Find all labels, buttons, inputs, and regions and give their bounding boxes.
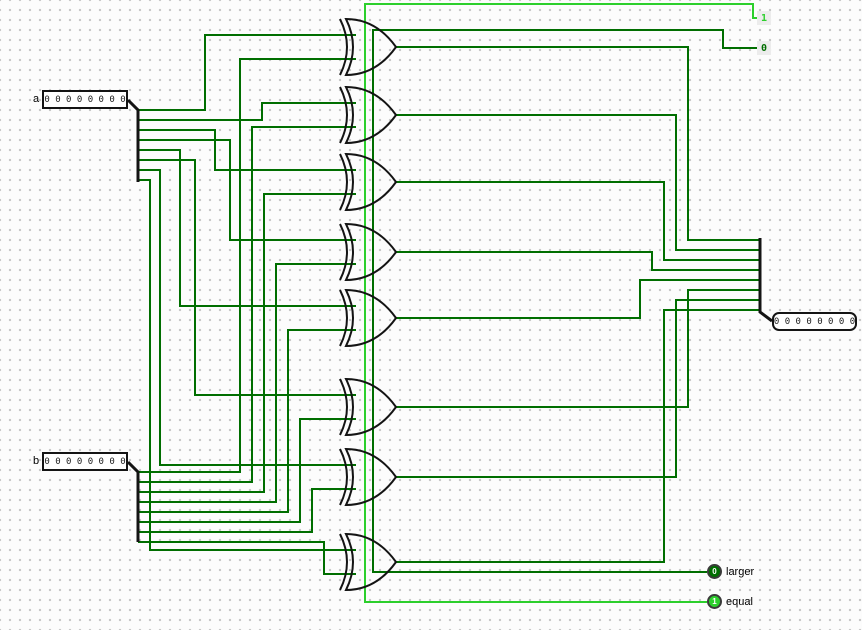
input-pin-b[interactable]: 0 0 0 0 0 0 0 0 [42,452,128,471]
xor-gate[interactable] [344,447,398,507]
constant-one[interactable]: 1 [757,11,771,25]
wire-low[interactable] [372,29,757,573]
wire-low[interactable] [138,418,356,523]
xor-gate[interactable] [344,377,398,437]
wire-low[interactable] [138,102,356,121]
wire-low[interactable] [396,46,760,241]
wire-low[interactable] [396,114,760,251]
splitter[interactable] [126,460,140,542]
wire-low[interactable] [138,179,356,551]
wire-low[interactable] [138,159,356,396]
xor-gate-back-arc [339,448,348,506]
constant-one-value: 1 [760,12,768,24]
wire-low[interactable] [396,251,760,271]
wire-low[interactable] [138,126,356,483]
xor-gate-back-arc [339,289,348,347]
wire-low[interactable] [138,488,356,533]
input-pin-b-value: 0 0 0 0 0 0 0 0 [44,456,126,467]
wire-low[interactable] [138,193,356,493]
wire-low[interactable] [138,263,356,503]
xor-gate-back-arc [339,153,348,211]
xor-gate-back-arc [339,378,348,436]
wire-low[interactable] [138,541,356,575]
pin-equal-label: equal [726,596,753,608]
output-pin-larger-value: 0 [712,567,717,576]
output-pin-result-value: 0 0 0 0 0 0 0 0 [773,316,856,327]
splitter[interactable] [126,98,140,182]
constant-zero-value: 0 [760,42,768,54]
output-pin-equal[interactable]: 1 [707,594,722,609]
output-pin-larger[interactable]: 0 [707,564,722,579]
wire-low[interactable] [138,329,356,513]
wire-low[interactable] [396,299,760,478]
wire-low[interactable] [396,279,760,319]
pin-a-label: a [33,93,40,105]
xor-gate[interactable] [344,288,398,348]
xor-gate[interactable] [344,17,398,77]
xor-gate-back-arc [339,86,348,144]
xor-gate-back-arc [339,533,348,591]
pin-b-label: b [33,455,40,467]
wire-low[interactable] [138,169,356,466]
wire-low[interactable] [138,139,356,241]
xor-gate[interactable] [344,152,398,212]
wire-high[interactable] [364,3,757,603]
wire-low[interactable] [138,149,356,307]
pin-larger-label: larger [726,566,755,578]
wire-low[interactable] [138,129,356,171]
splitter[interactable] [758,238,773,323]
wire-low[interactable] [396,309,760,563]
input-pin-a[interactable]: 0 0 0 0 0 0 0 0 [42,90,128,109]
xor-gate-back-arc [339,18,348,76]
output-pin-equal-value: 1 [712,597,717,606]
input-pin-a-value: 0 0 0 0 0 0 0 0 [44,94,126,105]
wire-low[interactable] [138,34,356,111]
wire-low[interactable] [396,289,760,408]
xor-gate[interactable] [344,532,398,592]
wire-low[interactable] [138,58,356,473]
xor-gate[interactable] [344,222,398,282]
xor-gate[interactable] [344,85,398,145]
wire-low[interactable] [396,181,760,261]
output-pin-result[interactable]: 0 0 0 0 0 0 0 0 [772,312,857,331]
xor-gate-back-arc [339,223,348,281]
constant-zero[interactable]: 0 [757,41,771,55]
